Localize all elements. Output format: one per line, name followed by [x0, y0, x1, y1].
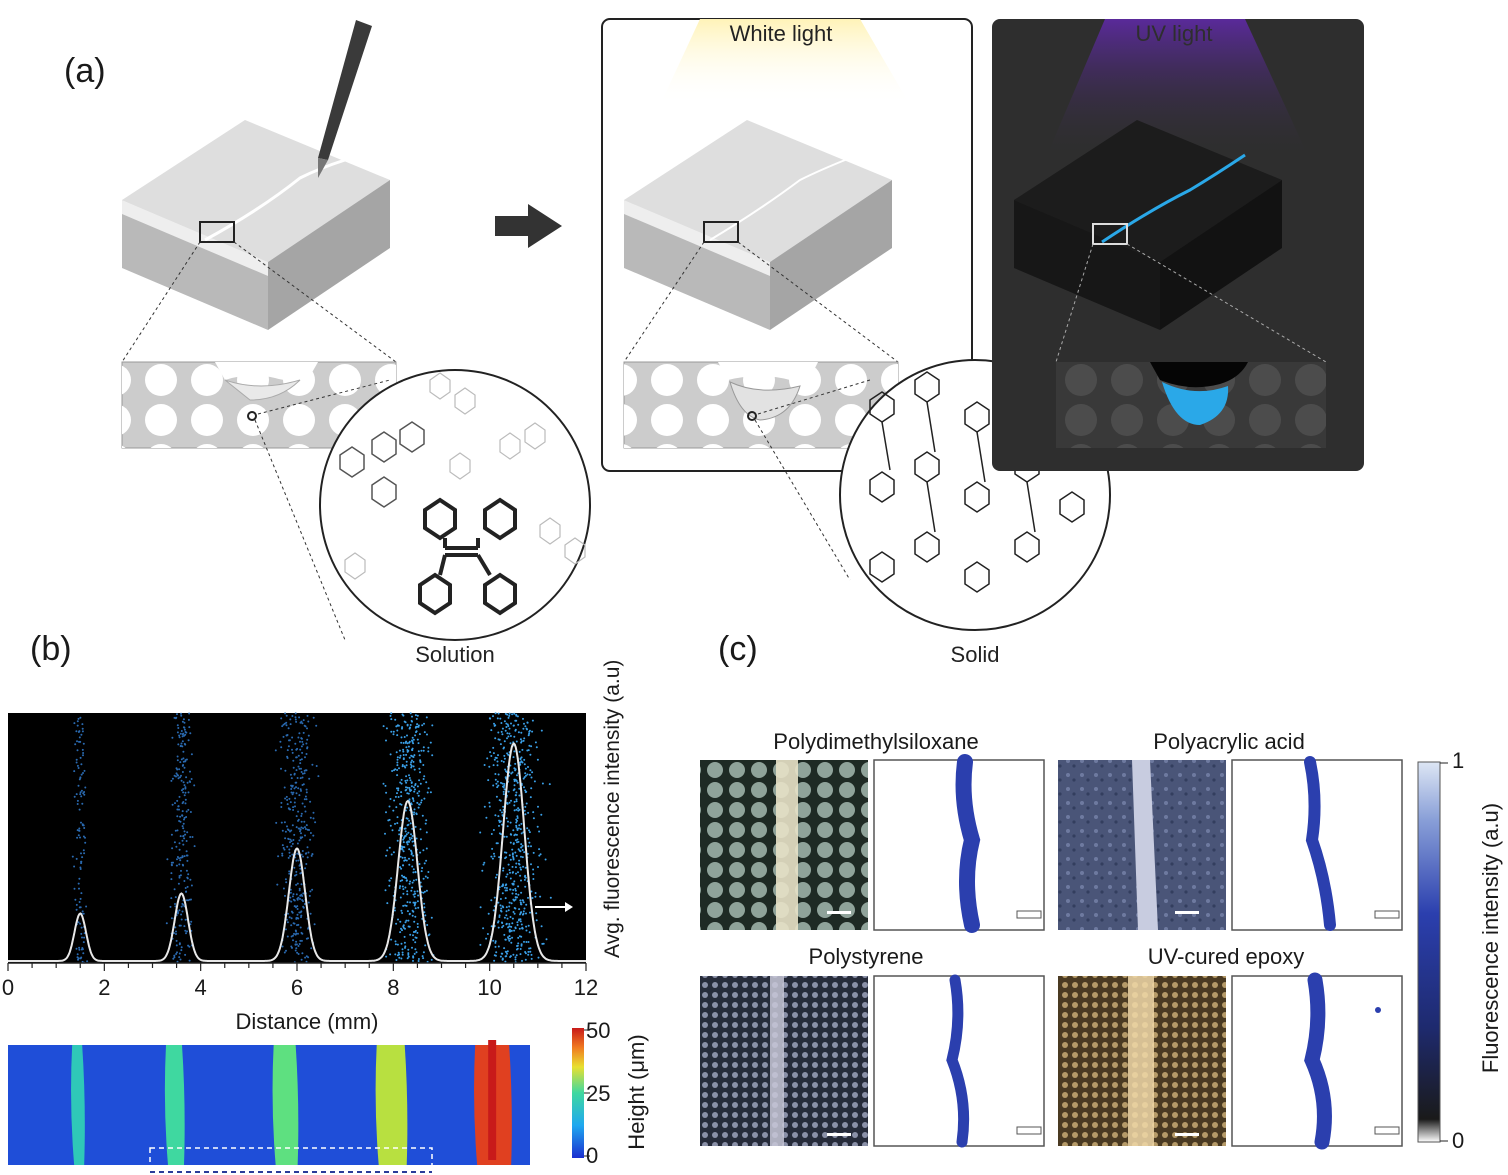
colorbar-tick-1: 1	[1452, 748, 1464, 774]
fluorescence-colorbar	[1418, 762, 1440, 1142]
colorbar-tick-0: 0	[1452, 1128, 1464, 1154]
colorbar-label: Fluorescence intensity (a.u)	[1478, 778, 1504, 1098]
